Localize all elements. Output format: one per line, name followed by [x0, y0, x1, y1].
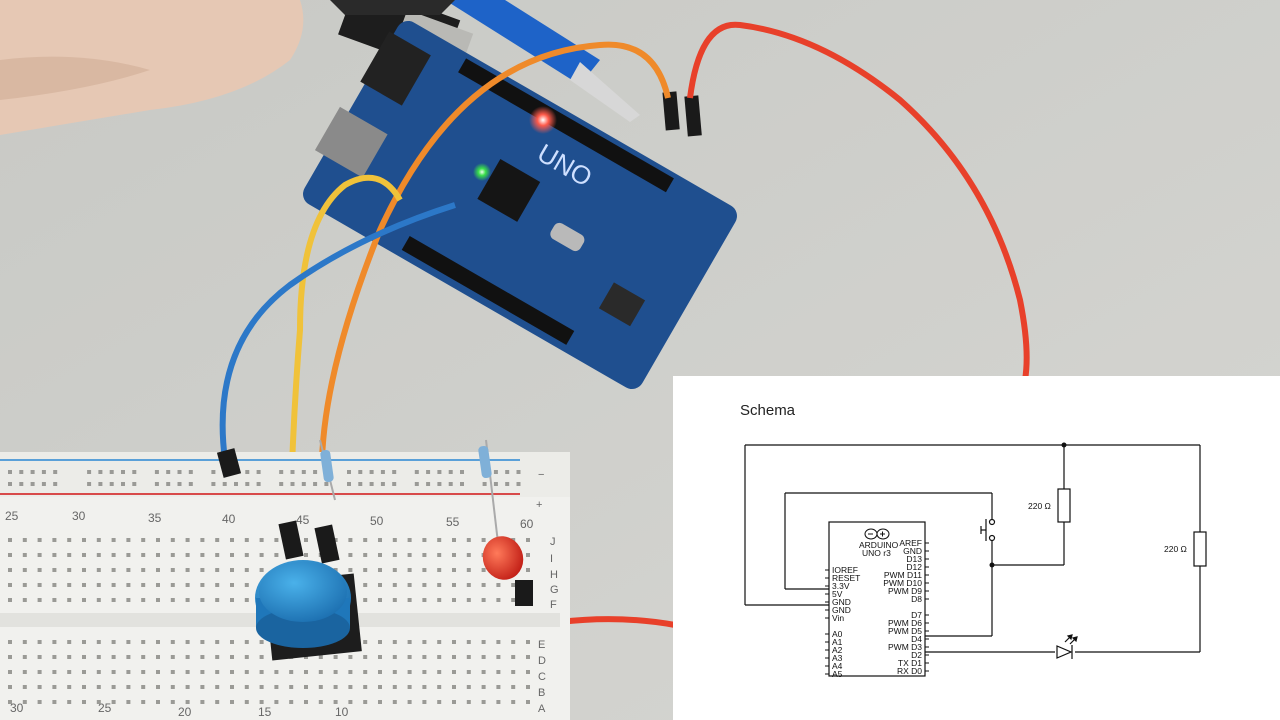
- junction-dot: [989, 562, 995, 568]
- pin-label-d4: D4: [911, 634, 922, 644]
- wire-red: [687, 21, 1030, 381]
- wire-orange: [318, 41, 671, 536]
- rail-plus-label: +: [536, 499, 542, 511]
- bb-letter-g: G: [550, 584, 559, 596]
- junction-dot: [1061, 442, 1067, 448]
- bb-letter-d: D: [538, 655, 546, 667]
- pin-label-pwm-d11: PWM D11: [884, 570, 922, 580]
- pin-label-d13: D13: [906, 554, 922, 564]
- rail-minus-label: −: [538, 469, 544, 481]
- push-button: [255, 560, 362, 661]
- pin-label-rx-d0: RX D0: [897, 666, 922, 676]
- board-name-line1: ARDUINO: [859, 540, 899, 550]
- bb-letter-j: J: [550, 536, 556, 548]
- pin-label-d8: D8: [911, 594, 922, 604]
- bb-num-60: 60: [520, 517, 534, 531]
- bb-letter-a: A: [538, 703, 546, 715]
- pin-label-pwm-d6: PWM D6: [888, 618, 922, 628]
- green-onboard-led-glow: [473, 163, 491, 181]
- bb-num-35: 35: [148, 511, 162, 525]
- pin-label-ioref: IOREF: [832, 565, 858, 575]
- pushbutton-symbol: [980, 518, 996, 542]
- pin-label-vin: Vin: [832, 613, 844, 623]
- red-onboard-led-glow: [529, 106, 557, 134]
- bb-num-30: 30: [72, 509, 86, 523]
- schema-title: Schema: [740, 402, 796, 419]
- bb-num-bot-30: 30: [10, 701, 24, 715]
- pin-label-3-3v: 3.3V: [832, 581, 850, 591]
- bb-num-45: 45: [296, 513, 310, 527]
- pin-label-a0: A0: [832, 629, 843, 639]
- pin-label-gnd: GND: [903, 546, 922, 556]
- bb-letter-i: I: [550, 553, 553, 565]
- resistor-led: [1193, 531, 1207, 567]
- bb-num-bot-10: 10: [335, 705, 349, 719]
- bb-letter-b: B: [538, 687, 545, 699]
- pin-label-gnd: GND: [832, 605, 851, 615]
- pin-label-a3: A3: [832, 653, 843, 663]
- bb-num-55: 55: [446, 515, 460, 529]
- pin-label-a1: A1: [832, 637, 843, 647]
- resistor-button-label: 220 Ω: [1028, 501, 1051, 511]
- resistor-led-label: 220 Ω: [1164, 544, 1187, 554]
- pin-label-a5: A5: [832, 669, 843, 679]
- pin-label-tx-d1: TX D1: [898, 658, 922, 668]
- pin-label-pwm-d9: PWM D9: [888, 586, 922, 596]
- bb-letter-h: H: [550, 569, 558, 581]
- pin-label-d2: D2: [911, 650, 922, 660]
- bb-num-bot-15: 15: [258, 705, 272, 719]
- pin-label-pwm-d3: PWM D3: [888, 642, 922, 652]
- pin-label-pwm-d10: PWM D10: [883, 578, 922, 588]
- resistor-button: [1057, 488, 1071, 523]
- pin-label-gnd: GND: [832, 597, 851, 607]
- bb-num-50: 50: [370, 514, 384, 528]
- schematic-diagram: 220 Ω 220 Ω ARDUINO: [744, 442, 1207, 679]
- pin-label-a2: A2: [832, 645, 843, 655]
- resistor-1: [319, 439, 336, 501]
- pin-label-reset: RESET: [832, 573, 860, 583]
- schema-panel: 220 Ω 220 Ω ARDUINO: [673, 376, 1280, 720]
- pin-label-d12: D12: [906, 562, 922, 572]
- bb-num-25: 25: [5, 509, 19, 523]
- hand: [0, 0, 304, 135]
- pen: [445, 0, 600, 85]
- arduino-board: UNO: [303, 20, 737, 390]
- pin-label-a4: A4: [832, 661, 843, 671]
- pin-label-5v: 5V: [832, 589, 843, 599]
- bb-num-bot-20: 20: [178, 705, 192, 719]
- arduino-logo: [864, 528, 890, 540]
- bb-num-40: 40: [222, 512, 236, 526]
- bb-letter-f: F: [550, 599, 557, 611]
- wire-blue: [219, 202, 456, 461]
- board-name-line2: UNO r3: [862, 548, 891, 558]
- bb-letter-c: C: [538, 671, 546, 683]
- pin-label-aref: AREF: [899, 538, 922, 548]
- led-symbol: [1056, 634, 1078, 659]
- arduino-symbol: [828, 521, 926, 677]
- led-red: [482, 536, 524, 580]
- bb-num-bot-25: 25: [98, 701, 112, 715]
- pin-label-d7: D7: [911, 610, 922, 620]
- pin-label-pwm-d5: PWM D5: [888, 626, 922, 636]
- bb-letter-e: E: [538, 639, 545, 651]
